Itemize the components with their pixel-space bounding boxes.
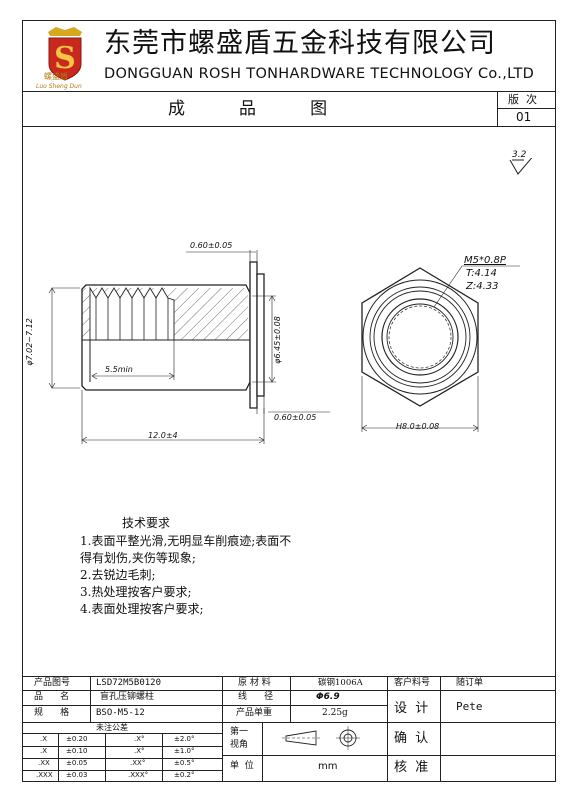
order-label: 随订单 — [456, 678, 484, 688]
requirement-line-1: 1.表面平整光滑,无明显车削痕迹;表面不 — [80, 534, 292, 548]
part-no: LSD72M5B0120 — [96, 678, 162, 688]
requirements-heading: 技术要求 — [122, 516, 171, 530]
dim-flange-bottom: 0.60±0.05 — [274, 413, 317, 422]
part-no-label: 产品图号 — [34, 678, 71, 688]
side-view — [81, 261, 265, 409]
company-logo: S — [36, 24, 94, 92]
spec-label: 规 格 — [34, 708, 70, 718]
tol-akey-3: .XX° — [130, 759, 146, 767]
product-name: 盲孔压铆螺柱 — [100, 692, 155, 702]
dim-flange-top: 0.60±0.05 — [190, 241, 233, 250]
logo-letter: S — [54, 41, 76, 76]
drawing-frame — [22, 20, 556, 782]
spec: BSO-M5-12 — [96, 708, 145, 718]
tol-akey-4: .XXX° — [128, 771, 149, 779]
weight: 2.25g — [322, 708, 348, 718]
logo-text-cn: 螺盛盾 — [44, 72, 68, 81]
roughness-value: 3.2 — [512, 150, 527, 160]
tol-key-4: .XXX — [36, 771, 53, 779]
tol-aval-3: ±0.5° — [174, 759, 195, 767]
wire: Φ6.9 — [316, 692, 340, 702]
requirement-line-4: 3.热处理按客户要求; — [80, 585, 192, 599]
wire-label: 线 径 — [238, 692, 274, 702]
confirm-label: 确 认 — [394, 731, 429, 746]
tol-key-3: .XX — [38, 759, 50, 767]
requirement-line-5: 4.表面处理按客户要求; — [80, 602, 204, 616]
material: 碳钢1006A — [318, 678, 363, 688]
dim-length: 12.0±4 — [148, 431, 178, 440]
material-label: 原 材 料 — [238, 678, 271, 688]
header-divider-1 — [22, 91, 556, 92]
projection-symbol — [282, 726, 360, 750]
tol-aval-4: ±0.2° — [174, 771, 195, 779]
tol-akey-2: .X° — [134, 747, 145, 755]
drawing-title: 成 品 图 — [168, 99, 328, 119]
roughness-symbol — [509, 158, 533, 175]
header-divider-2 — [22, 126, 556, 127]
name-label: 品 名 — [34, 692, 70, 702]
company-name-en: DONGGUAN ROSH TONHARDWARE TECHNOLOGY Co.… — [104, 66, 535, 82]
version-value: 01 — [516, 110, 532, 124]
tol-aval-2: ±1.0° — [174, 747, 195, 755]
tol-val-1: ±0.20 — [66, 735, 88, 743]
version-mid — [497, 108, 556, 109]
dim-thread-spec: M5*0.8P — [464, 255, 506, 266]
dim-outer-dia: φ7.02~7.12 — [24, 318, 34, 366]
hex-view — [361, 265, 520, 432]
tol-val-3: ±0.05 — [66, 759, 88, 767]
unit-label: 单 位 — [230, 761, 254, 771]
tol-key-1: .X — [40, 735, 48, 743]
angle-label-2: 视角 — [230, 740, 249, 750]
tolerance-label: 未注公差 — [96, 723, 128, 732]
dim-z-value: Z:4.33 — [466, 281, 499, 292]
angle-label-1: 第一 — [230, 727, 249, 737]
tol-aval-1: ±2.0° — [174, 735, 195, 743]
dim-inner-dia: φ6.45±0.08 — [273, 316, 282, 364]
dim-hex: H8.0±0.08 — [396, 422, 440, 431]
tol-key-2: .X — [40, 747, 48, 755]
dim-t-value: T:4.14 — [466, 268, 497, 279]
requirement-line-3: 2.去锐边毛刺; — [80, 568, 156, 582]
requirement-line-2: 得有划伤,夹伤等现象; — [80, 551, 196, 565]
tol-akey-1: .X° — [134, 735, 145, 743]
approve-label: 核 准 — [394, 760, 429, 775]
customer-no-label: 客户料号 — [394, 678, 431, 688]
designer: Pete — [456, 700, 483, 713]
version-label: 版 次 — [508, 93, 537, 106]
logo-text-en: Luo Sheng Dun — [36, 83, 82, 90]
part-drawing — [48, 250, 520, 444]
design-label: 设 计 — [394, 701, 429, 716]
unit: mm — [318, 761, 338, 772]
tol-val-2: ±0.10 — [66, 747, 88, 755]
company-name-cn: 东莞市螺盛盾五金科技有限公司 — [104, 28, 496, 59]
dim-thread-depth: 5.5min — [105, 365, 133, 374]
weight-label: 产品单重 — [236, 708, 273, 718]
tol-val-4: ±0.03 — [66, 771, 88, 779]
